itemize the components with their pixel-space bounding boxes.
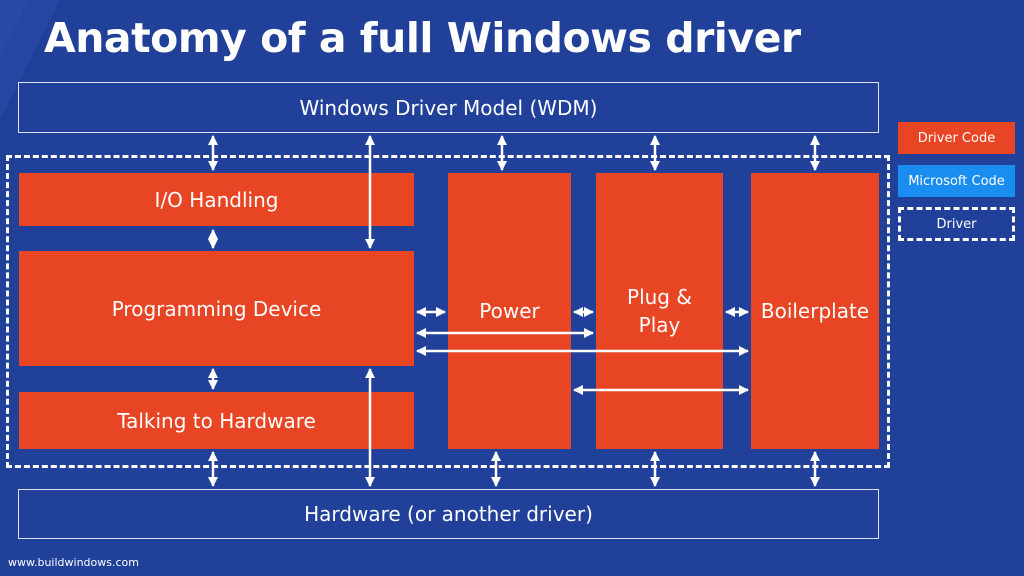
wdm-box: Windows Driver Model (WDM) [18, 82, 879, 133]
page-title: Anatomy of a full Windows driver [44, 14, 801, 62]
footer-url[interactable]: www.buildwindows.com [8, 556, 139, 569]
boilerplate-block: Boilerplate [751, 173, 879, 449]
driver-region-dashed [6, 155, 890, 468]
programming-device-block: Programming Device [19, 251, 414, 366]
io-handling-block: I/O Handling [19, 173, 414, 226]
power-block: Power [448, 173, 571, 449]
plug-and-play-label-line1: Plug & [627, 285, 692, 309]
legend-driver: Driver [898, 207, 1015, 241]
talking-to-hardware-block: Talking to Hardware [19, 392, 414, 449]
plug-and-play-block: Plug & Play [596, 173, 723, 449]
legend-microsoft-code: Microsoft Code [898, 165, 1015, 197]
legend-driver-code: Driver Code [898, 122, 1015, 154]
hardware-box: Hardware (or another driver) [18, 489, 879, 539]
plug-and-play-label-line2: Play [638, 313, 681, 337]
